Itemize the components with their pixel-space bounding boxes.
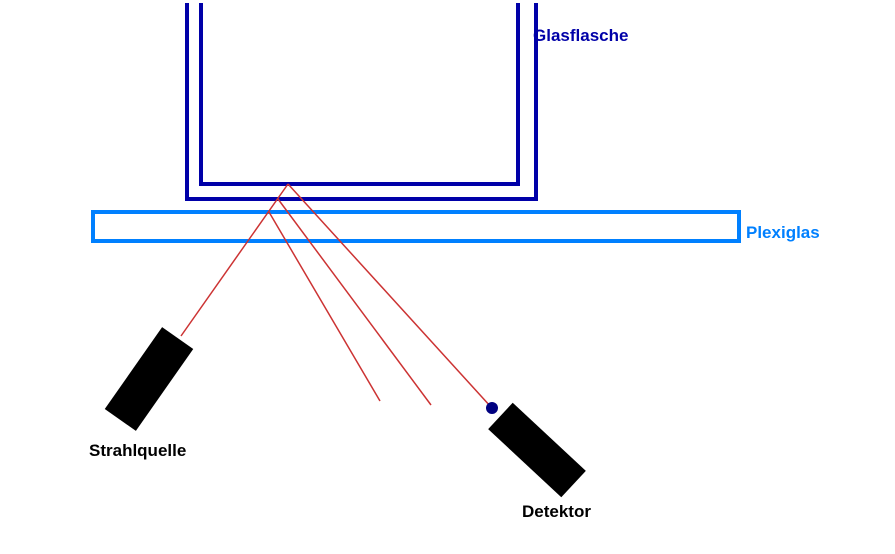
glass-bottle-outer-wall (185, 3, 538, 201)
reflected-beam-1 (268, 211, 381, 402)
beam-source-body (104, 327, 194, 431)
detector-label: Detektor (522, 502, 591, 521)
detector-body (488, 402, 586, 498)
plexiglass-sheet (91, 210, 741, 243)
glass-bottle-label: Glasflasche (533, 26, 628, 45)
glass-bottle-inner-wall (199, 3, 520, 186)
reflected-beam-3 (287, 183, 492, 408)
plexiglass-label: Plexiglas (746, 223, 820, 242)
beam-source-label: Strahlquelle (89, 441, 186, 460)
incident-beam (180, 183, 289, 337)
detector-dot (486, 402, 498, 414)
reflected-beam-2 (277, 198, 432, 406)
